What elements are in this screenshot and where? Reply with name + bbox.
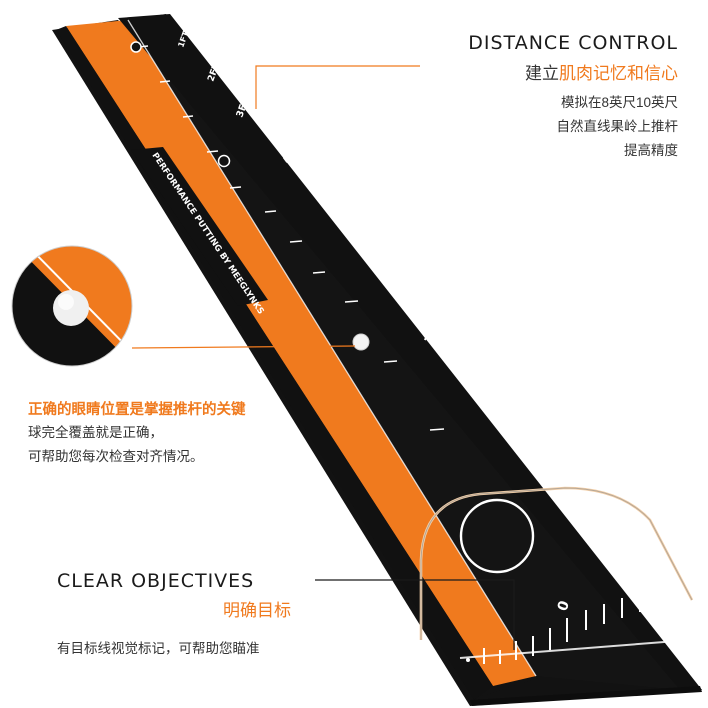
distance-title-en: DISTANCE CONTROL (468, 32, 678, 54)
clear-title-cn: 明确目标 (223, 601, 291, 620)
brand-top-tag: LYNKS (92, 24, 115, 34)
mark-5ft: 5FT (323, 185, 344, 212)
mark-8ft: 8FT (501, 393, 529, 429)
brand-label-box (131, 147, 268, 306)
mark-9ft: 9FT (578, 494, 607, 532)
callout-line-distance (255, 65, 420, 109)
clear-section: CLEAR OBJECTIVES 明确目标 有目标线视觉标记，可帮助您瞄准 (57, 570, 291, 661)
golf-ball-on-mat (352, 333, 370, 351)
mark-7ft: 7FT (422, 313, 447, 345)
target-circle (459, 498, 535, 574)
distance-labels: 1FT 2FT 3FT 4FT 5FT 6FT 7FT 8FT 9FT 0 (176, 30, 607, 614)
marker-ring-mid (217, 154, 231, 168)
putting-mat: PERFORMANCE PUTTING BY MEEGLYNKS LYNKS 1… (52, 14, 702, 706)
distance-line-1: 模拟在8英尺10英尺 (560, 95, 678, 110)
eye-line-2: 可帮助您每次检查对齐情况。 (28, 449, 204, 464)
distance-title-cn-highlight: 肌肉记忆和信心 (559, 64, 678, 83)
distance-line-3: 提高精度 (624, 143, 678, 158)
callout-line-clear (315, 579, 515, 650)
distance-line-2: 自然直线果岭上推杆 (556, 119, 679, 134)
distance-title-cn: 建立肌肉记忆和信心 (468, 59, 678, 84)
mark-6ft: 6FT (369, 240, 392, 270)
eye-line-1: 球完全覆盖就是正确， (28, 425, 163, 440)
clear-title-en: CLEAR OBJECTIVES (57, 570, 255, 592)
hole-zone (419, 486, 694, 664)
distance-section: DISTANCE CONTROL 建立肌肉记忆和信心 模拟在8英尺10英尺 自然… (468, 32, 678, 163)
marker-ring-top (130, 41, 142, 53)
clear-line: 有目标线视觉标记，可帮助您瞄准 (57, 641, 260, 656)
distance-title-cn-prefix: 建立 (525, 64, 559, 83)
ball-closeup-callout (11, 245, 356, 367)
hole-ruler-ticks (483, 588, 659, 664)
eye-section: 正确的眼睛位置是掌握推杆的关键 球完全覆盖就是正确， 可帮助您每次检查对齐情况。 (28, 398, 246, 469)
eye-title: 正确的眼睛位置是掌握推杆的关键 (28, 402, 246, 418)
mark-4ft: 4FT (281, 140, 300, 165)
callout-line-eye (131, 345, 356, 349)
